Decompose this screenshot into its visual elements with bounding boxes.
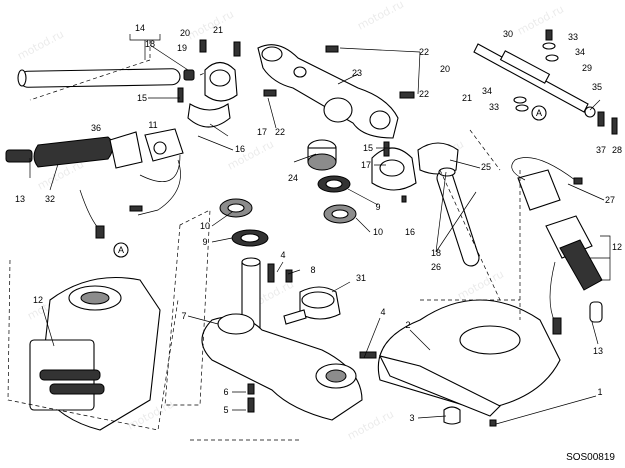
part-callouts: 14 18 15 20 19 21 17 16 22 23 22 22 20 2… <box>15 23 622 423</box>
callout-15: 15 <box>137 93 147 103</box>
callout-18: 18 <box>431 248 441 258</box>
callout-37: 37 <box>596 145 606 155</box>
callout-13: 13 <box>15 194 25 204</box>
callout-1: 1 <box>597 387 602 397</box>
callout-32: 32 <box>45 194 55 204</box>
lower-guard-plate <box>359 299 561 427</box>
callout-16: 16 <box>235 144 245 154</box>
callout-9: 9 <box>202 237 207 247</box>
callout-10: 10 <box>200 221 210 231</box>
callout-34: 34 <box>482 86 492 96</box>
callout-33: 33 <box>489 102 499 112</box>
callout-15: 15 <box>363 143 373 153</box>
callout-19: 19 <box>177 43 187 53</box>
callout-22: 22 <box>419 47 429 57</box>
callout-9: 9 <box>375 202 380 212</box>
top-triple-clamp <box>257 44 415 139</box>
assembly-guide-lines <box>7 40 521 441</box>
left-switch-and-grip <box>5 128 184 239</box>
upper-clamp <box>177 39 241 128</box>
callout-31: 31 <box>356 273 366 283</box>
callout-7: 7 <box>181 311 186 321</box>
callout-4: 4 <box>380 307 385 317</box>
right-handlebar-tube <box>436 167 480 267</box>
callout-22: 22 <box>419 89 429 99</box>
callout-33: 33 <box>568 32 578 42</box>
callout-8: 8 <box>310 265 315 275</box>
steering-sensor <box>283 286 341 325</box>
callout-36: 36 <box>91 123 101 133</box>
callout-3: 3 <box>409 413 414 423</box>
callout-leaders <box>29 34 611 425</box>
right-clamp <box>371 141 459 203</box>
ignition-lock-assembly <box>29 277 161 431</box>
callout-28: 28 <box>612 145 622 155</box>
callout-20: 20 <box>440 64 450 74</box>
handlebar-tube <box>17 68 213 88</box>
svg-text:motod.ru: motod.ru <box>15 27 66 62</box>
svg-text:motod.ru: motod.ru <box>185 7 236 42</box>
callout-14: 14 <box>135 23 145 33</box>
callout-10: 10 <box>373 227 383 237</box>
callout-17: 17 <box>361 160 371 170</box>
callout-27: 27 <box>605 195 615 205</box>
callout-16: 16 <box>405 227 415 237</box>
callout-26: 26 <box>431 262 441 272</box>
svg-text:motod.ru: motod.ru <box>345 407 396 442</box>
svg-text:motod.ru: motod.ru <box>515 2 566 37</box>
callout-25: 25 <box>481 162 491 172</box>
callout-24: 24 <box>288 173 298 183</box>
callout-12: 12 <box>33 295 43 305</box>
callout-30: 30 <box>503 29 513 39</box>
callout-17: 17 <box>257 127 267 137</box>
callout-21: 21 <box>213 25 223 35</box>
right-switch-and-throttle <box>511 157 603 335</box>
callout-5: 5 <box>223 405 228 415</box>
reference-markers: A A <box>113 105 547 258</box>
callout-23: 23 <box>352 68 362 78</box>
callout-22: 22 <box>275 127 285 137</box>
callout-13: 13 <box>593 346 603 356</box>
ref-marker-left: A <box>118 245 124 255</box>
svg-text:motod.ru: motod.ru <box>355 0 406 33</box>
callout-21: 21 <box>462 93 472 103</box>
callout-35: 35 <box>592 82 602 92</box>
svg-text:motod.ru: motod.ru <box>225 137 276 172</box>
ref-marker-right: A <box>536 108 542 118</box>
callout-6: 6 <box>223 387 228 397</box>
callout-11: 11 <box>148 120 157 130</box>
callout-12: 12 <box>612 242 622 252</box>
svg-text:motod.ru: motod.ru <box>455 267 506 302</box>
lower-triple-clamp <box>201 257 363 421</box>
callout-29: 29 <box>582 63 592 73</box>
steering-damper <box>473 29 618 135</box>
callout-34: 34 <box>575 47 585 57</box>
callout-18: 18 <box>145 39 155 49</box>
callout-4: 4 <box>280 250 285 260</box>
drawing-code: SOS00819 <box>566 452 615 463</box>
callout-2: 2 <box>405 320 410 330</box>
callout-20: 20 <box>180 28 190 38</box>
